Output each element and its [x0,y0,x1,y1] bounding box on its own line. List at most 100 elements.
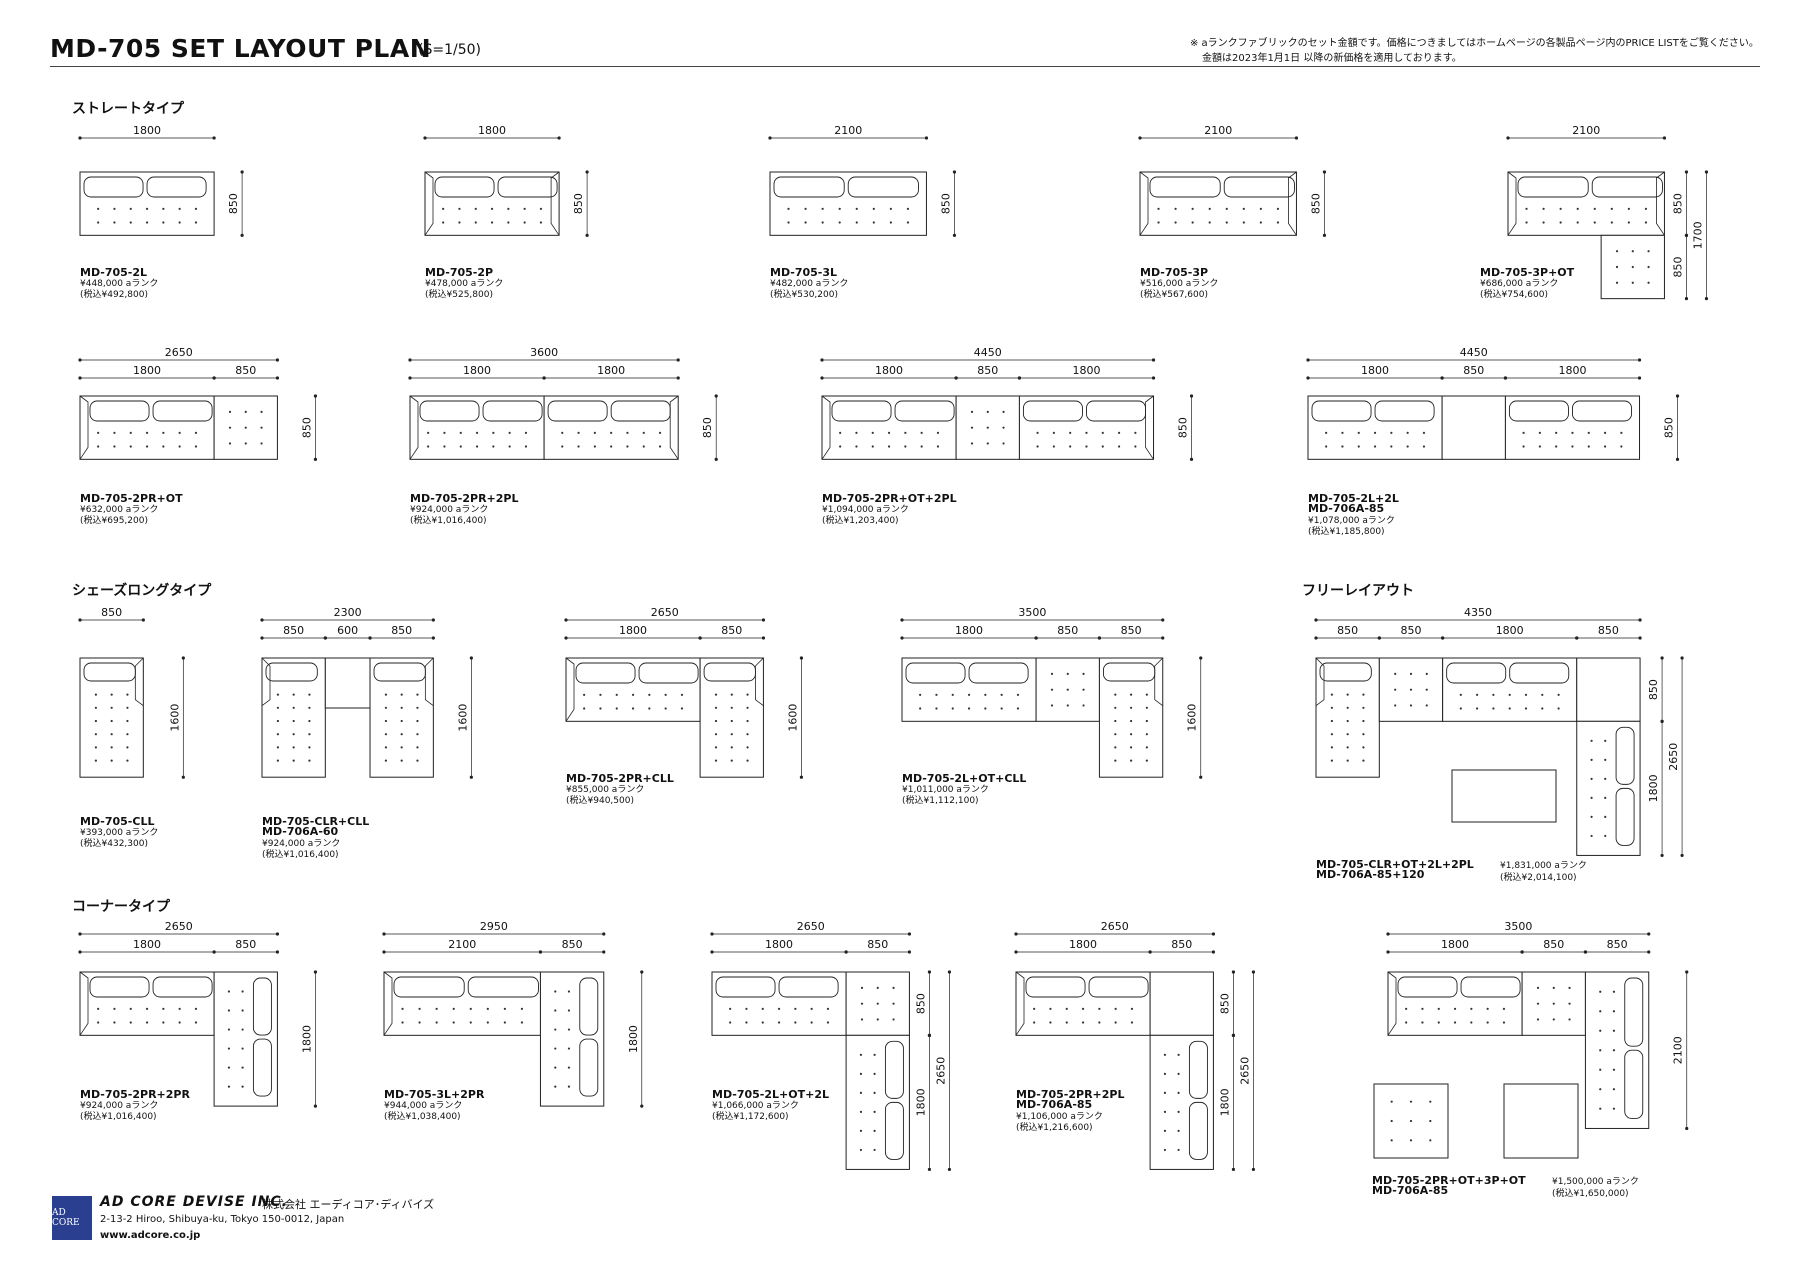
dimension-tick [1503,376,1508,380]
company-url: www.adcore.co.jp [100,1230,201,1241]
dimension-tick [1386,950,1390,954]
back-cushion [373,662,426,682]
tuft-dot [1599,1029,1602,1032]
tuft-dot [129,221,132,224]
scale-label: (S=1/50) [418,42,481,58]
dimension-tick [78,358,82,362]
back-cushion [467,976,539,998]
tuft-dot [1425,704,1428,707]
dimension-tick [602,932,606,936]
tuft-dot [599,707,602,710]
layout-price: ¥924,000 aランク [262,838,340,849]
tuft-dot [400,693,403,696]
back-cushion [575,662,636,684]
tuft-dot [1604,758,1607,761]
tuft-dot [227,1009,231,1012]
dimension-tick [212,376,216,380]
tuft-dot [1610,221,1613,224]
tuft-dot [1002,426,1005,429]
tuft-dot [810,1021,813,1024]
tuft-dot [821,207,824,210]
layout-price-tax: (税込¥2,014,100) [1500,871,1577,883]
layout-price: ¥944,000 aランク [384,1100,462,1111]
armrest [550,171,560,236]
tuft-dot [292,746,295,749]
tuft-dot [1390,1139,1393,1142]
tuft-dot [794,1007,797,1010]
tuft-dot [986,410,989,413]
tuft-dot [889,221,892,224]
dimension-label: 1800 [1647,774,1660,802]
tuft-dot [1066,672,1069,675]
tuft-dot [401,1007,404,1010]
back-cushion [1460,976,1521,998]
dimension-label: 2650 [1101,920,1129,933]
dimension-tick [260,618,264,622]
tuft-dot [1555,431,1558,434]
dimension-label: 4450 [974,346,1002,359]
dimension-tick [1014,932,1018,936]
back-cushion [152,976,213,998]
tuft-dot [838,221,841,224]
tuft-dot [241,1009,244,1012]
dimension-tick [1231,970,1236,974]
dimension-tick [1138,136,1142,140]
tuft-dot [508,431,511,434]
tuft-dot [452,1021,455,1024]
tuft-dot [1134,445,1137,448]
tuft-dot [859,1110,863,1113]
tuft-dot [194,1021,198,1024]
tuft-dot [1069,445,1072,448]
tuft-dot [443,445,446,448]
tuft-dot [1599,1049,1602,1052]
layout-price: ¥1,078,000 aランク [1308,515,1395,526]
tuft-dot [1117,431,1121,434]
tuft-dot [1571,445,1574,448]
tuft-dot [1357,445,1360,448]
dimension-tick [927,970,932,974]
tuft-dot [1437,1007,1440,1010]
tuft-dot [1522,445,1525,448]
tuft-dot [260,410,263,413]
tuft-dot [1421,1021,1424,1024]
tuft-dot [561,431,564,434]
tuft-dot [1373,445,1377,448]
tuft-dot [761,1021,764,1024]
dimension-tick [820,358,824,362]
tuft-dot [194,221,198,224]
dimension-tick [431,618,435,622]
tuft-dot [1631,281,1634,284]
tuft-dot [970,426,974,429]
back-cushion [1022,400,1083,422]
dimension-tick [1637,376,1642,380]
tuft-dot [1129,759,1133,762]
dimension-label: 850 [572,193,585,214]
layout-name-2: MD-706A-85 [1372,1184,1448,1197]
back-cushion [773,176,845,198]
tuft-dot [503,1007,506,1010]
tuft-dot [554,1085,557,1088]
tuft-dot [1177,1110,1180,1113]
tuft-dot [1117,445,1121,448]
tuft-dot [416,759,419,762]
tuft-dot [435,1007,438,1010]
ottoman [1576,657,1641,722]
back-cushion [419,400,480,422]
layout-name: MD-705-2L+OT+CLL [902,772,1026,785]
dimension-tick [1097,636,1102,640]
tuft-dot [554,1028,557,1031]
dimension-label: 1600 [456,704,469,732]
tuft-dot [1177,1091,1180,1094]
tuft-dot [887,445,891,448]
tuft-dot [984,707,987,710]
dimension-label: 1600 [1186,704,1199,732]
tuft-dot [241,990,244,993]
armrest [424,657,434,707]
dimension-tick [954,376,958,380]
tuft-dot [1576,221,1579,224]
tuft-dot [1644,221,1648,224]
back-cushion [83,662,136,682]
dimension-tick [323,636,327,640]
tuft-dot [1568,1002,1571,1005]
company-name-jp: 株式会社 エーディコア･ディバイズ [262,1198,435,1211]
